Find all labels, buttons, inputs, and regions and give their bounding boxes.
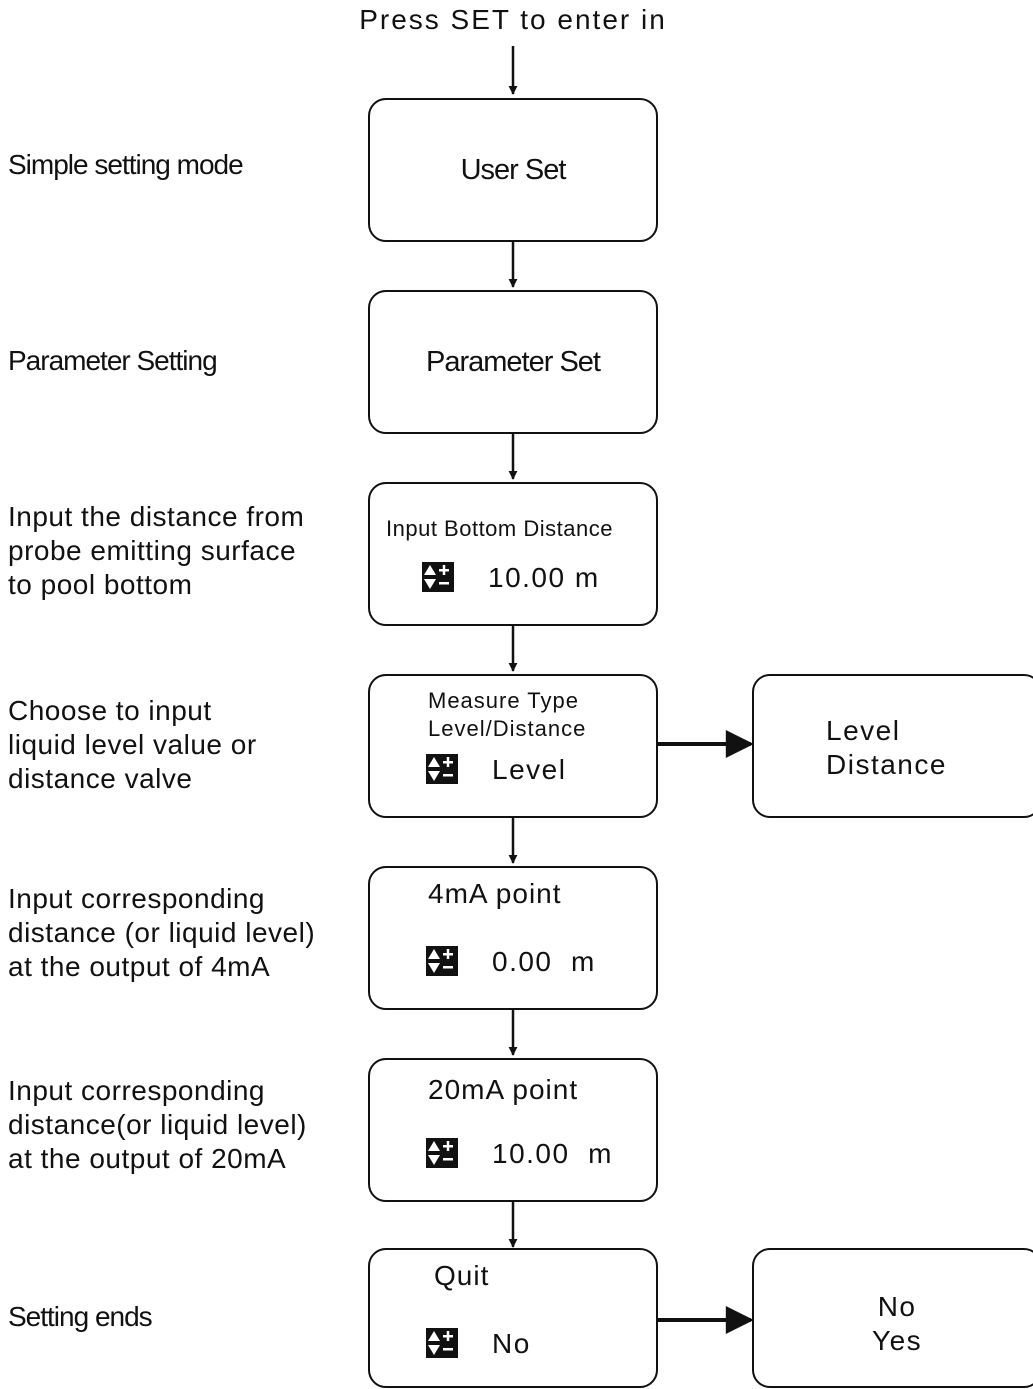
step-description-bottom-distance: Input the distance from probe emitting s… — [8, 501, 305, 600]
20ma-point-box: 20mA point 10.00 m — [368, 1058, 658, 1202]
20ma-point-value: 10.00 m — [492, 1138, 613, 1169]
step-description-user-set: Simple setting mode — [8, 149, 244, 180]
measure-type-heading: Measure Type — [428, 688, 580, 713]
plus-minus-adjust-icon — [426, 1328, 458, 1358]
step-description-quit: Setting ends — [8, 1301, 153, 1332]
quit-box: Quit No — [368, 1248, 658, 1388]
parameter-set-title: Parameter Set — [426, 346, 601, 378]
quit-options-box: No Yes — [752, 1248, 1033, 1388]
entry-label: Press SET to enter in — [359, 4, 667, 35]
user-set-title: User Set — [460, 154, 567, 186]
plus-minus-adjust-icon — [426, 946, 458, 976]
plus-minus-adjust-icon — [426, 754, 458, 784]
measure-type-subheading: Level/Distance — [428, 716, 587, 741]
measure-type-options: Level Distance — [826, 715, 947, 780]
bottom-distance-box: Input Bottom Distance 10.00 m — [368, 482, 658, 626]
4ma-point-value: 0.00 m — [492, 946, 596, 977]
20ma-point-heading: 20mA point — [428, 1074, 579, 1105]
bottom-distance-value: 10.00 m — [488, 562, 600, 593]
parameter-set-box: Parameter Set — [368, 290, 658, 434]
measure-type-value: Level — [492, 754, 567, 785]
quit-value: No — [492, 1328, 531, 1359]
plus-minus-adjust-icon — [422, 562, 454, 592]
quit-heading: Quit — [434, 1260, 490, 1291]
plus-minus-adjust-icon — [426, 1138, 458, 1168]
step-description-4ma-point: Input corresponding distance (or liquid … — [8, 883, 316, 982]
step-description-20ma-point: Input corresponding distance(or liquid l… — [8, 1075, 307, 1174]
measure-type-options-box: Level Distance — [752, 674, 1033, 818]
step-description-measure-type: Choose to input liquid level value or di… — [8, 695, 257, 794]
4ma-point-heading: 4mA point — [428, 878, 562, 909]
measure-type-box: Measure Type Level/Distance Level — [368, 674, 658, 818]
quit-options: No Yes — [872, 1291, 923, 1356]
user-set-box: User Set — [368, 98, 658, 242]
4ma-point-box: 4mA point 0.00 m — [368, 866, 658, 1010]
step-description-parameter-set: Parameter Setting — [8, 345, 218, 376]
bottom-distance-heading: Input Bottom Distance — [386, 516, 613, 541]
